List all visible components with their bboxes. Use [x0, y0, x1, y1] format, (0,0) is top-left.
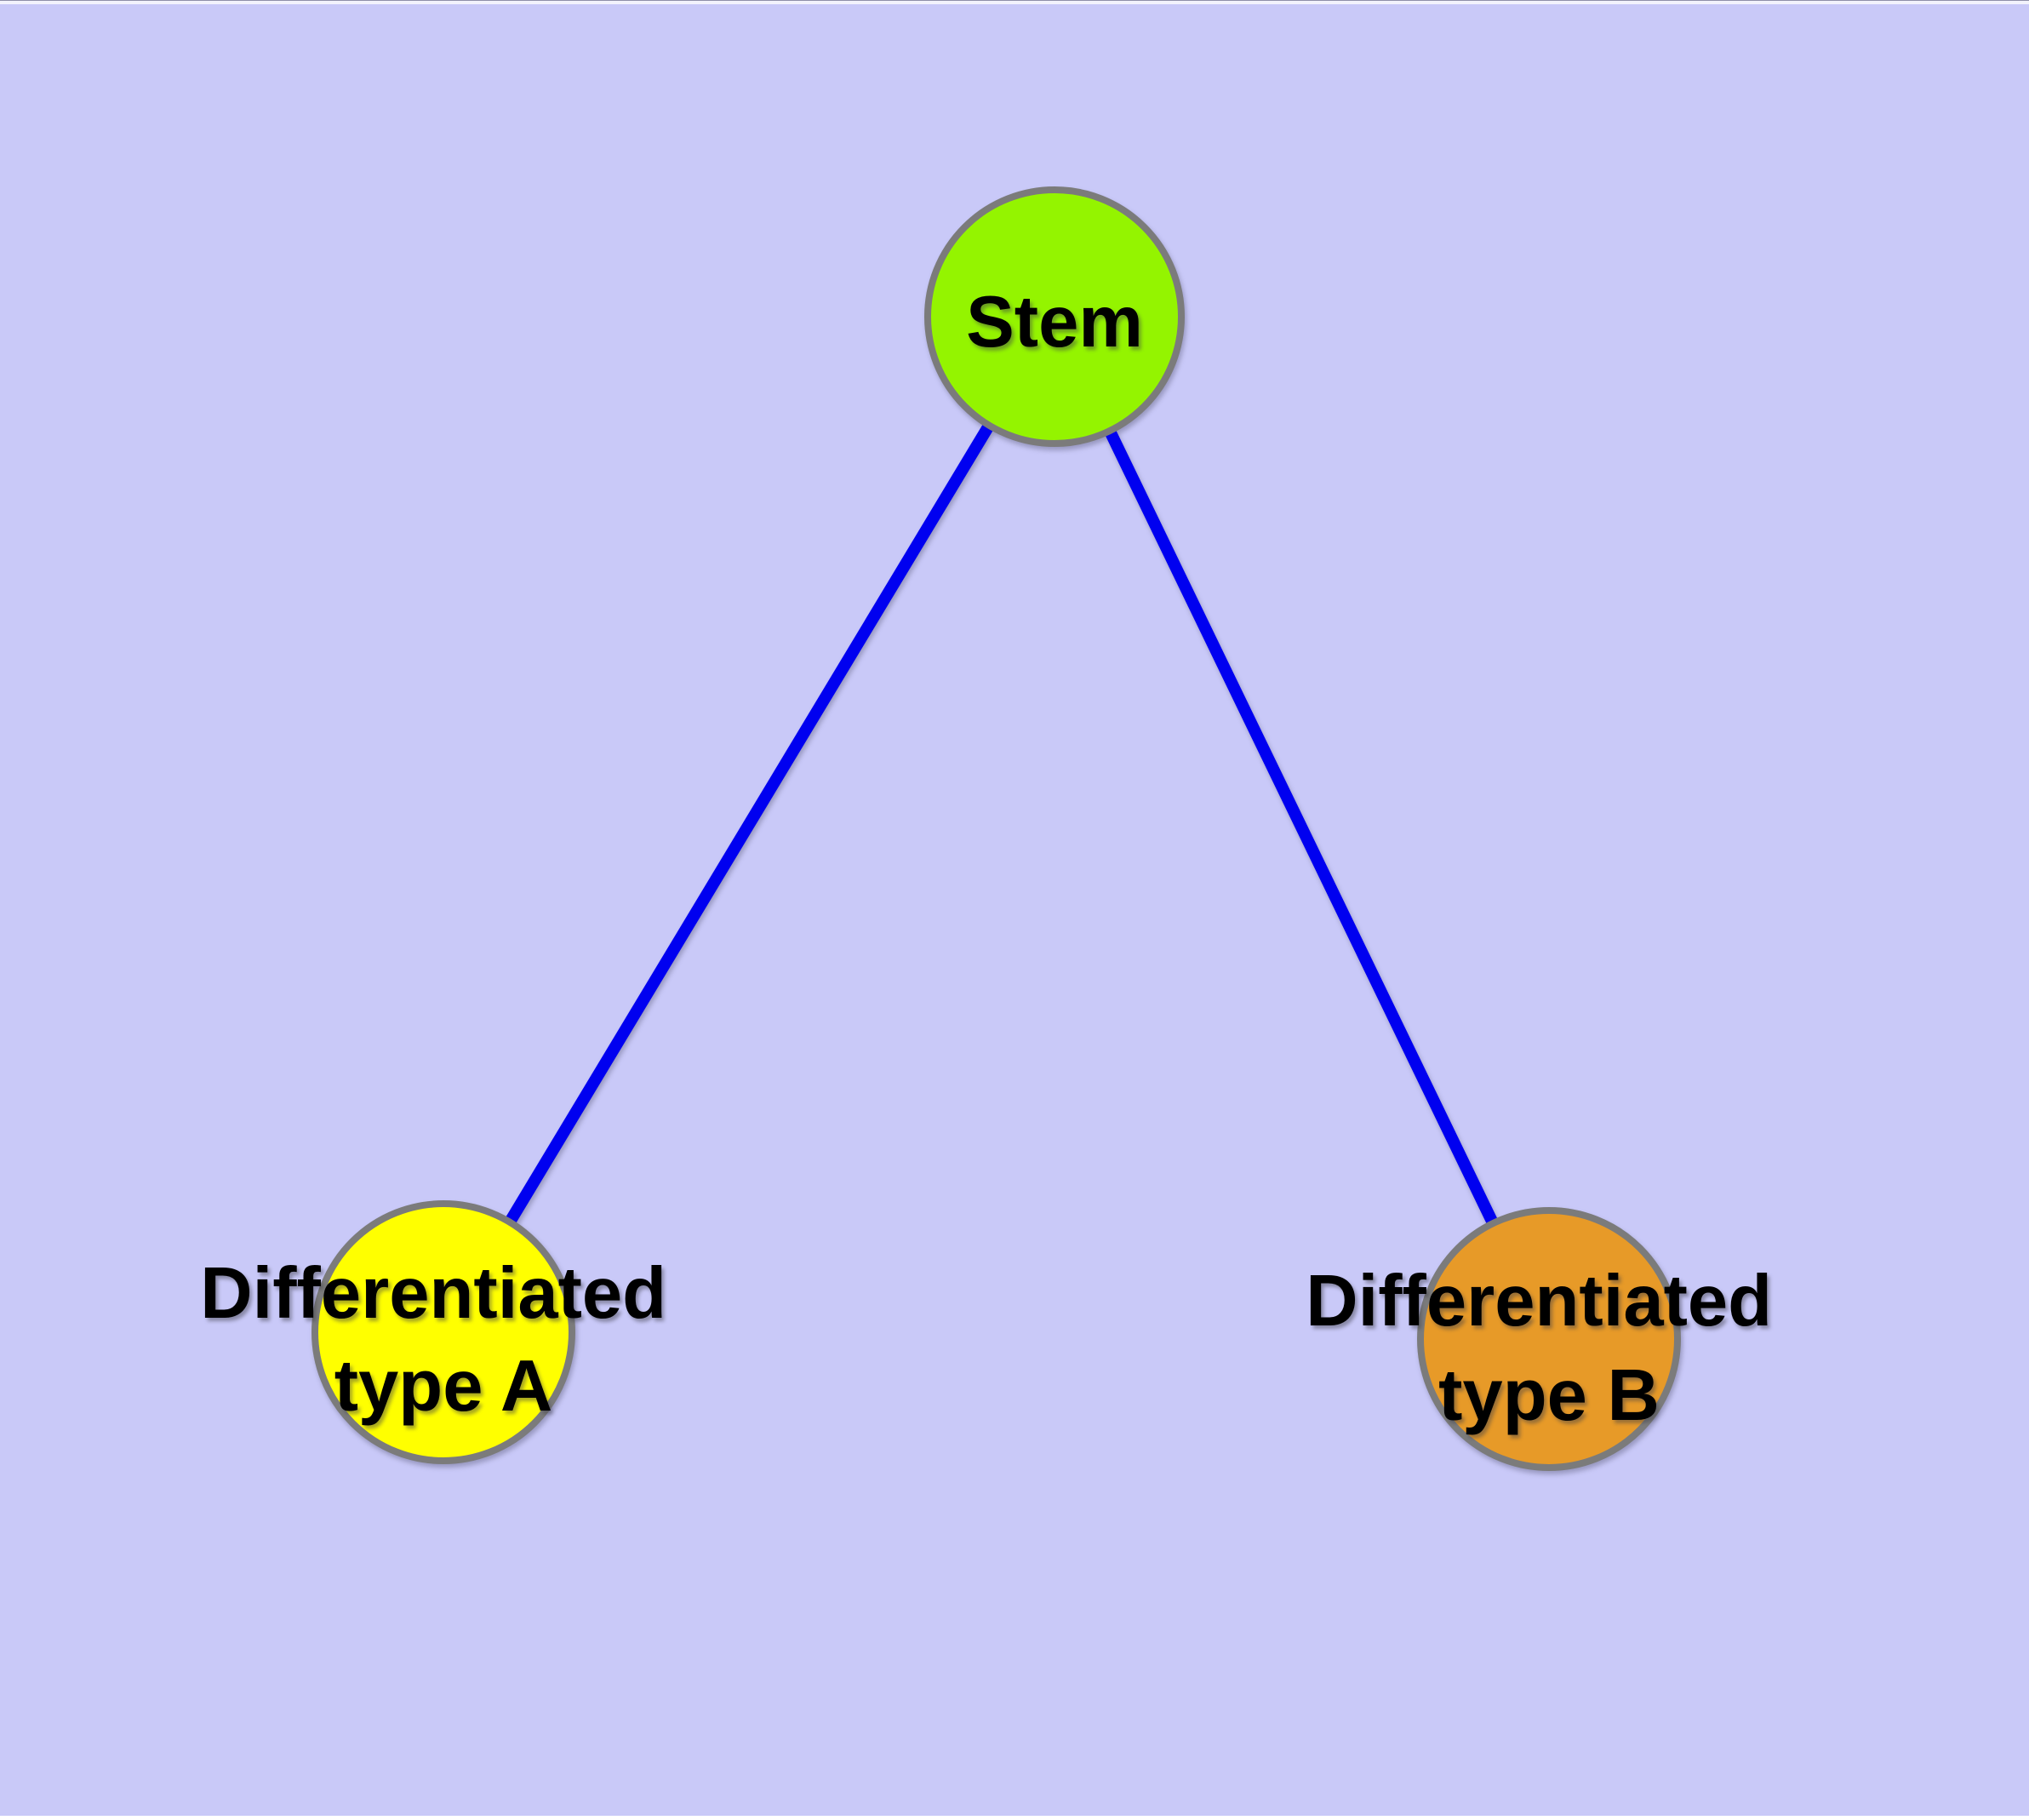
node-type-b-label-line1: Differentiated: [1306, 1261, 1772, 1342]
node-type-b-label-line2: type B: [1438, 1355, 1660, 1436]
node-type-a-circle: [311, 1200, 575, 1464]
node-type-a-label-line2: type A: [334, 1346, 553, 1427]
edge-stem-to-type-b: [1049, 313, 1555, 1342]
edges-group: [438, 313, 1555, 1342]
node-stem-circle: [924, 186, 1185, 447]
node-stem-label: Stem: [966, 282, 1143, 363]
edge-stem-to-type-a: [438, 313, 1060, 1336]
node-type-b-circle: [1417, 1207, 1681, 1471]
window-bottom-edge: [0, 1816, 2029, 1820]
node-type-a-label-line1: Differentiated: [200, 1253, 666, 1334]
window-top-edge: [0, 0, 2029, 4]
node-type-b-label: Differentiated type B: [1306, 1261, 1792, 1436]
labels-group: Stem Differentiated type A Differentiate…: [200, 282, 1792, 1436]
node-type-a-label: Differentiated type A: [200, 1253, 686, 1427]
